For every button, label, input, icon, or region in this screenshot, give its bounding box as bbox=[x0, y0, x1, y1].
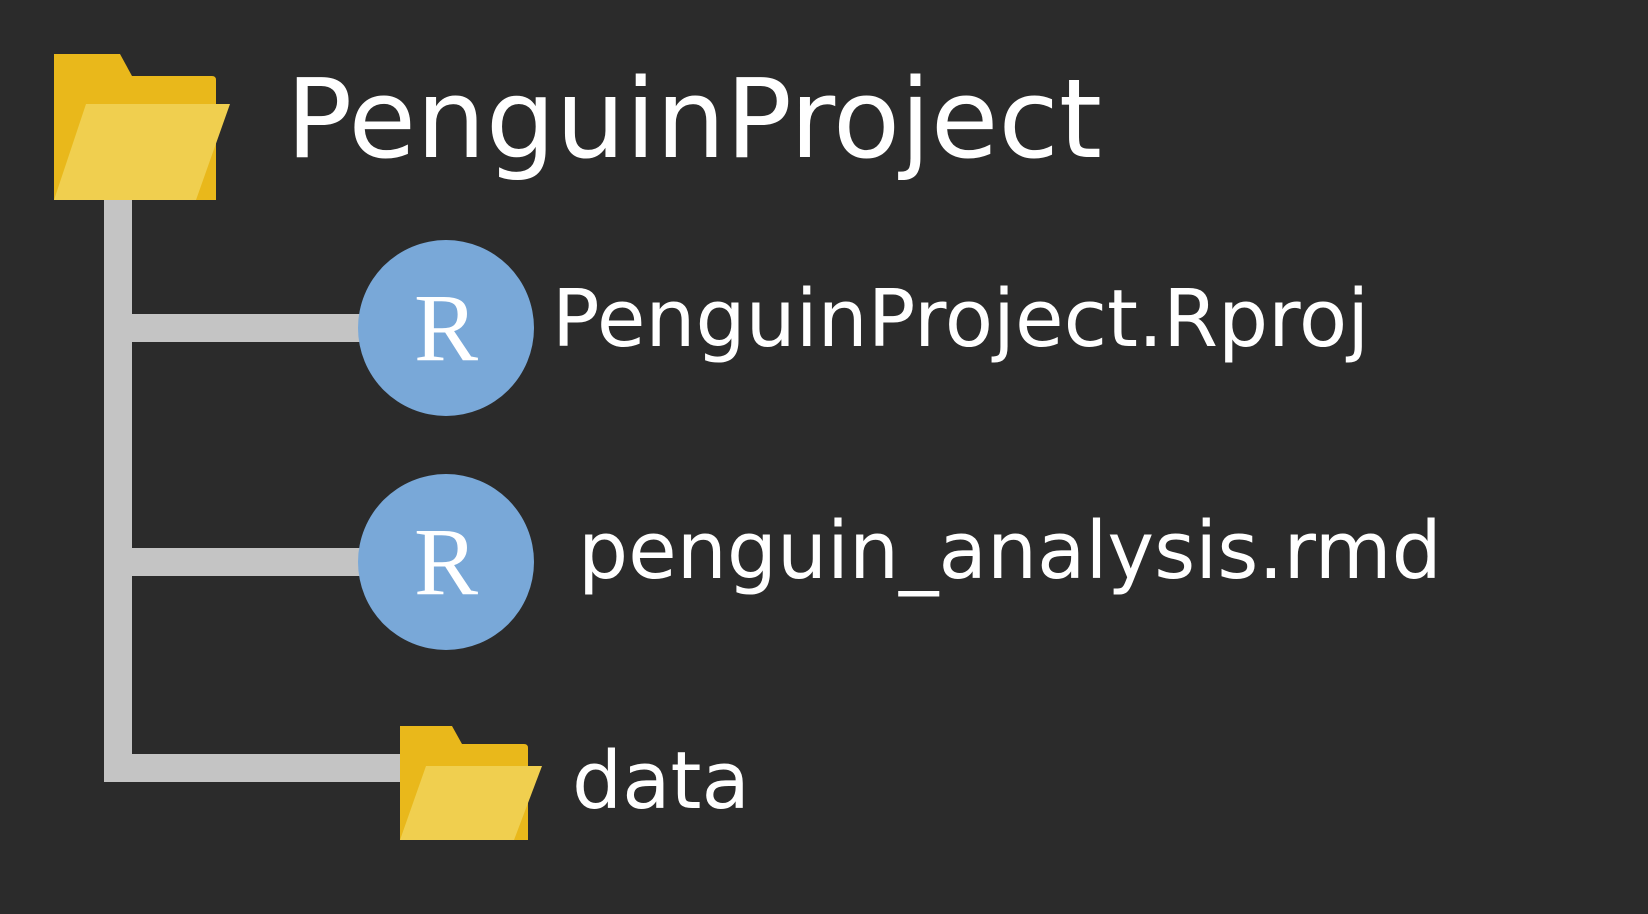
branch-line-rmd bbox=[104, 548, 366, 576]
r-icon-letter: R bbox=[414, 274, 478, 381]
branch-line-data bbox=[104, 754, 404, 782]
trunk-line bbox=[104, 196, 132, 782]
r-icon-letter: R bbox=[414, 508, 478, 615]
r-file-icon[interactable]: R bbox=[358, 474, 534, 650]
rmd-file-label[interactable]: penguin_analysis.rmd bbox=[578, 505, 1442, 597]
data-folder-label[interactable]: data bbox=[572, 735, 750, 827]
folder-icon[interactable] bbox=[400, 726, 542, 840]
rproj-file-label[interactable]: PenguinProject.Rproj bbox=[552, 273, 1370, 365]
branch-line-rproj bbox=[104, 314, 366, 342]
root-folder-label[interactable]: PenguinProject bbox=[286, 55, 1102, 183]
folder-icon[interactable] bbox=[54, 54, 230, 200]
tree-connectors bbox=[104, 196, 404, 782]
r-file-icon[interactable]: R bbox=[358, 240, 534, 416]
